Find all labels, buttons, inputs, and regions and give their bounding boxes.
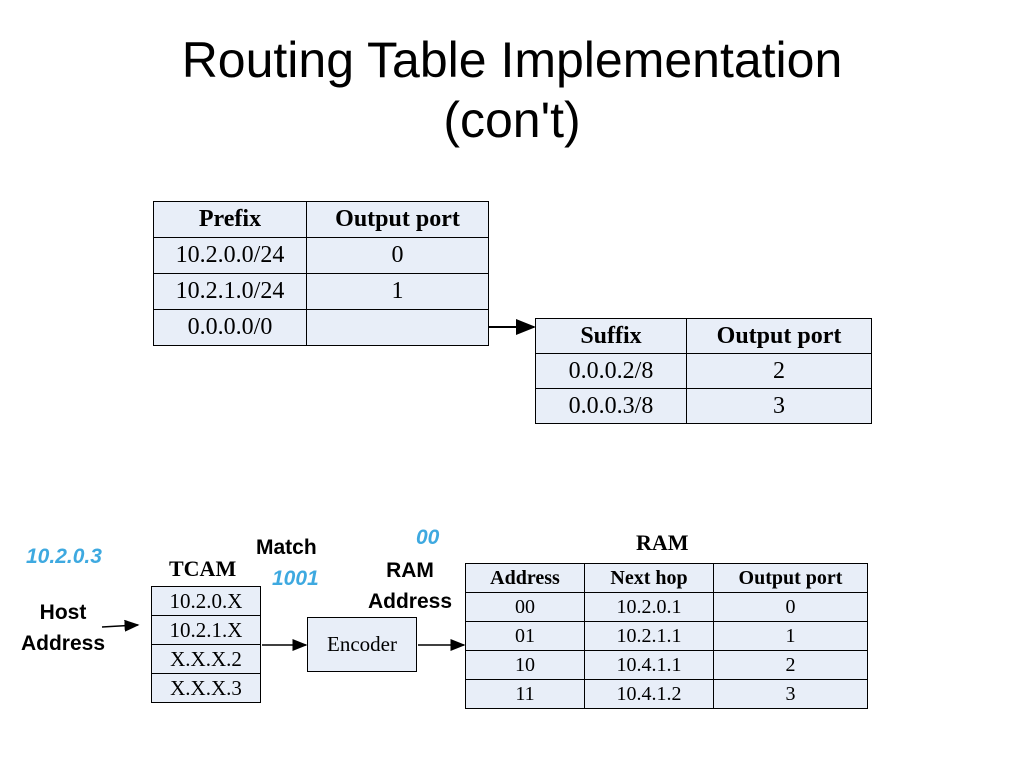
tcam-label: TCAM — [169, 556, 237, 581]
table-row: X.X.X.3 — [151, 673, 261, 703]
tcam-entry: 10.2.0.X — [151, 586, 261, 616]
output-port-cell: 2 — [686, 353, 872, 389]
next-hop-cell: 10.4.1.2 — [584, 679, 714, 709]
ram-address-label-line-1: RAM — [386, 559, 434, 582]
prefix-cell: 0.0.0.0/0 — [153, 309, 307, 346]
output-port-cell: 1 — [713, 621, 868, 651]
match-value: 1001 — [272, 567, 319, 590]
ram-table: Address Next hop Output port 00 10.2.0.1… — [465, 563, 868, 709]
suffix-cell: 0.0.0.2/8 — [535, 353, 687, 389]
table-row: 01 10.2.1.1 1 — [465, 621, 868, 651]
tcam-entry: X.X.X.3 — [151, 673, 261, 703]
match-label: Match — [256, 536, 317, 559]
next-hop-cell: 10.2.0.1 — [584, 592, 714, 622]
slide-title-line-1: Routing Table Implementation — [181, 32, 843, 88]
host-address-label-line-1: Host — [39, 601, 87, 624]
suffix-table-header-row: Suffix Output port — [535, 318, 872, 354]
suffix-cell: 0.0.0.3/8 — [535, 388, 687, 424]
prefix-output-port-header: Output port — [306, 201, 489, 238]
slide-title-line-2: (con't) — [443, 92, 581, 148]
table-row: 11 10.4.1.2 3 — [465, 679, 868, 709]
output-port-cell: 1 — [306, 273, 489, 310]
ram-address-label-line-2: Address — [367, 590, 453, 613]
table-row: 00 10.2.0.1 0 — [465, 592, 868, 622]
suffix-header: Suffix — [535, 318, 687, 354]
address-cell: 01 — [465, 621, 585, 651]
host-address-value: 10.2.0.3 — [26, 545, 102, 568]
address-cell: 11 — [465, 679, 585, 709]
suffix-output-port-header: Output port — [686, 318, 872, 354]
table-row: 10.2.1.X — [151, 615, 261, 645]
next-hop-cell: 10.4.1.1 — [584, 650, 714, 680]
host-address-label-line-2: Address — [20, 632, 106, 655]
table-row: 0.0.0.2/8 2 — [535, 353, 872, 389]
prefix-header: Prefix — [153, 201, 307, 238]
encoder-box: Encoder — [307, 617, 417, 672]
table-row: 0.0.0.0/0 — [153, 309, 489, 346]
host-address-label: Host Address — [12, 597, 114, 659]
ram-output-port-header: Output port — [713, 563, 868, 593]
next-hop-cell: 10.2.1.1 — [584, 621, 714, 651]
output-port-cell: 0 — [306, 237, 489, 274]
output-port-cell — [306, 309, 489, 346]
host-to-tcam-arrow — [101, 619, 140, 632]
output-port-cell: 3 — [713, 679, 868, 709]
prefix-table-header-row: Prefix Output port — [153, 201, 489, 238]
table-row: 10.2.0.X — [151, 586, 261, 616]
tcam-entry: 10.2.1.X — [151, 615, 261, 645]
table-row: 0.0.0.3/8 3 — [535, 388, 872, 424]
output-port-cell: 3 — [686, 388, 872, 424]
ram-address-value: 00 — [416, 526, 440, 549]
ram-address-label: RAM Address — [359, 555, 461, 617]
prefix-table: Prefix Output port 10.2.0.0/24 0 10.2.1.… — [153, 201, 489, 346]
suffix-table: Suffix Output port 0.0.0.2/8 2 0.0.0.3/8… — [535, 318, 872, 424]
encoder-label: Encoder — [327, 632, 397, 656]
slide-title: Routing Table Implementation (con't) — [0, 30, 1024, 150]
address-cell: 00 — [465, 592, 585, 622]
ram-label: RAM — [636, 530, 689, 555]
tcam-table: 10.2.0.X 10.2.1.X X.X.X.2 X.X.X.3 — [151, 586, 261, 703]
